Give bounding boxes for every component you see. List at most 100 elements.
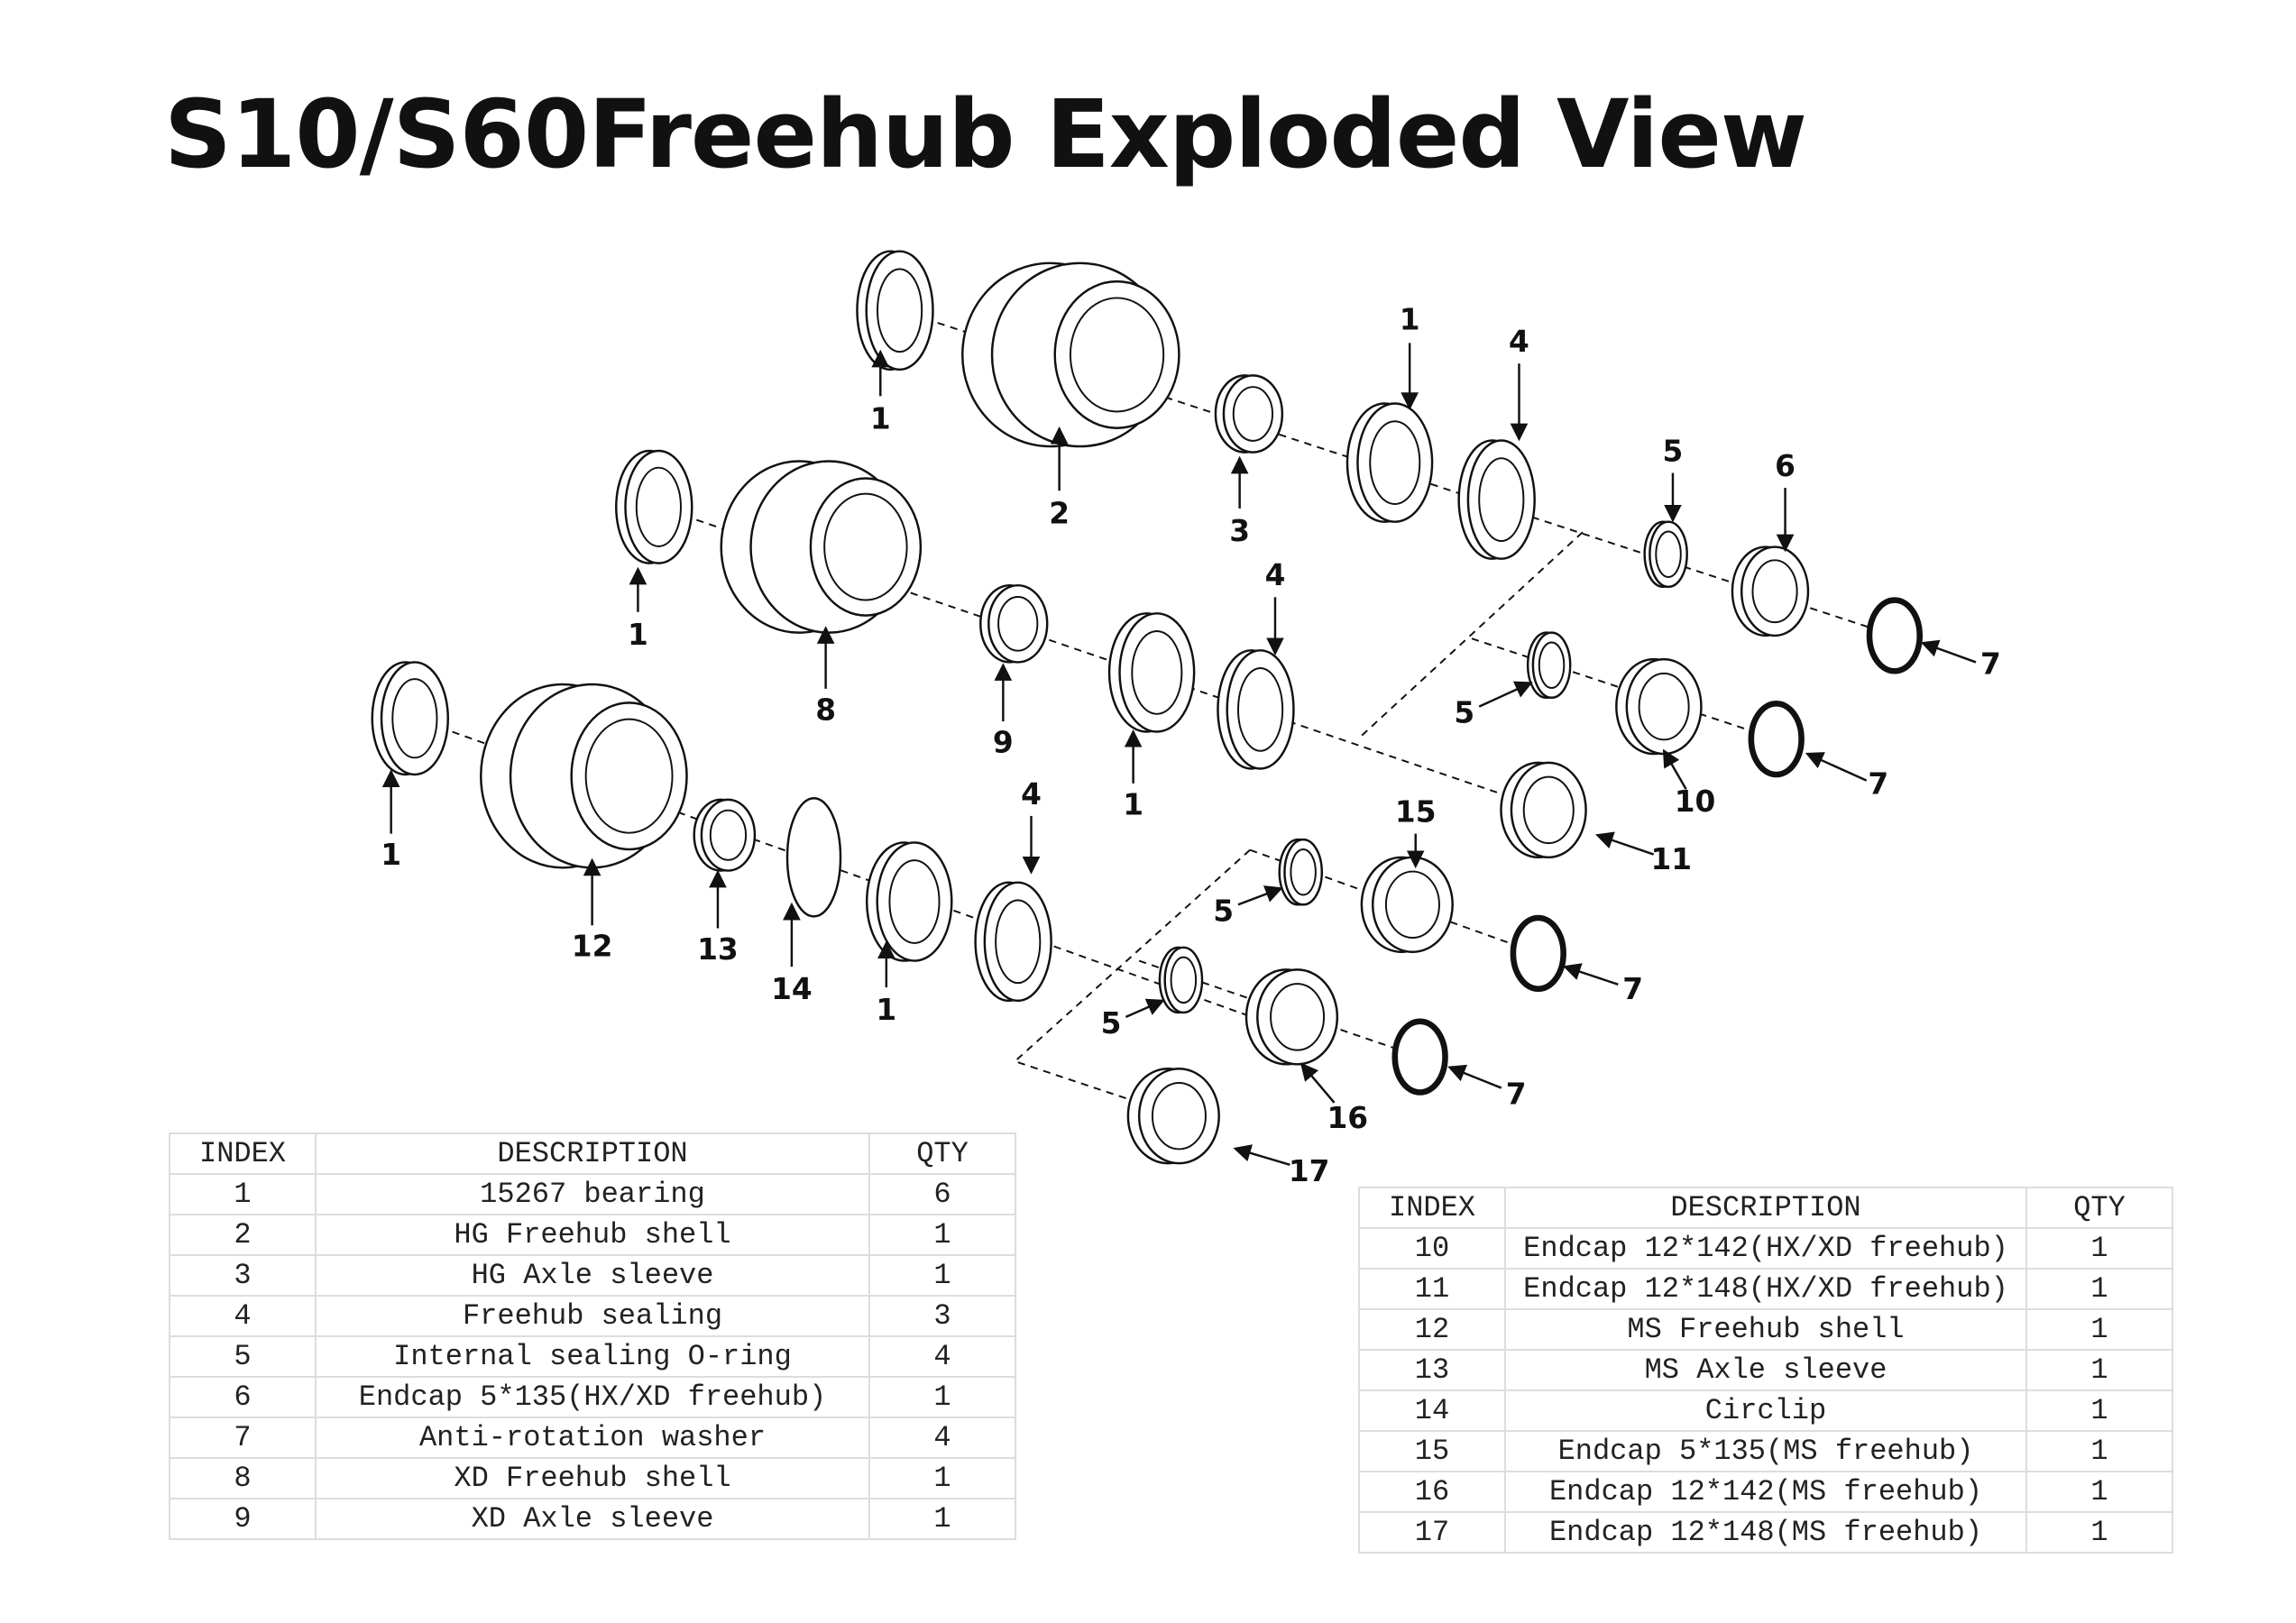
callout-label: 1: [870, 401, 891, 436]
qty-cell: 1: [868, 1457, 1016, 1499]
qty-cell: 1: [868, 1498, 1016, 1540]
callout-label: 7: [1868, 766, 1888, 801]
bearing-part: [1345, 402, 1434, 523]
description-cell: Freehub sealing: [315, 1295, 870, 1337]
callout-label: 1: [381, 838, 401, 872]
header-description: DESCRIPTION: [315, 1132, 870, 1175]
qty-cell: 3: [868, 1295, 1016, 1337]
qty-cell: 1: [2025, 1471, 2173, 1513]
callout-label: 7: [1506, 1077, 1527, 1112]
callout-label: 17: [1289, 1154, 1330, 1188]
callout-arrow: [1920, 639, 1977, 664]
index-cell: 12: [1358, 1308, 1506, 1351]
index-cell: 14: [1358, 1389, 1506, 1432]
qty-cell: 1: [2025, 1227, 2173, 1270]
index-cell: 13: [1358, 1349, 1506, 1391]
washer-part: [1391, 1018, 1448, 1096]
callout-arrow: [1595, 831, 1655, 856]
sealing-part: [974, 881, 1052, 1003]
description-cell: MS Axle sleeve: [1504, 1349, 2027, 1391]
callout-label: 1: [1400, 303, 1420, 337]
circlip-part: [785, 797, 842, 918]
description-cell: 15267 bearing: [315, 1173, 870, 1215]
callout-label: 7: [1622, 972, 1643, 1006]
description-cell: XD Axle sleeve: [315, 1498, 870, 1540]
callout-label: 1: [628, 618, 648, 652]
sealing-part: [1457, 439, 1536, 560]
description-cell: XD Freehub shell: [315, 1457, 870, 1499]
index-cell: 9: [169, 1498, 317, 1540]
index-cell: 17: [1358, 1511, 1506, 1554]
index-cell: 16: [1358, 1471, 1506, 1513]
callout-label: 4: [1265, 558, 1286, 592]
endcap-part: [1360, 856, 1454, 953]
description-cell: Endcap 12*142(MS freehub): [1504, 1471, 2027, 1513]
description-cell: Endcap 12*148(MS freehub): [1504, 1511, 2027, 1554]
page-title: S10/S60Freehub Exploded View: [164, 79, 1807, 189]
callout-label: 2: [1049, 496, 1070, 530]
endcap-part: [1731, 546, 1810, 637]
endcap-part: [1244, 968, 1339, 1066]
callout-label: 5: [1454, 696, 1474, 730]
description-cell: HG Axle sleeve: [315, 1254, 870, 1297]
callout-label: 5: [1101, 1006, 1122, 1041]
callout-label: 13: [697, 932, 739, 967]
description-cell: Anti-rotation washer: [315, 1417, 870, 1459]
endcap-part: [1615, 657, 1703, 756]
callout-arrow: [1233, 1144, 1290, 1166]
description-cell: Endcap 5*135(MS freehub): [1504, 1430, 2027, 1472]
index-cell: 2: [169, 1214, 317, 1256]
callout-label: 1: [876, 993, 896, 1027]
endcap-part: [1500, 761, 1587, 859]
bearing-part: [865, 841, 953, 962]
callout-label: 3: [1229, 514, 1250, 548]
qty-cell: 1: [2025, 1511, 2173, 1554]
parts-group: [371, 250, 1924, 1165]
index-cell: 4: [169, 1295, 317, 1337]
axle-sleeve-part: [979, 583, 1049, 664]
washer-part: [1866, 597, 1924, 674]
callout-label: 7: [1980, 647, 2001, 682]
callout-arrow: [1447, 1064, 1502, 1089]
index-cell: 3: [169, 1254, 317, 1297]
callout-arrow: [1125, 998, 1165, 1018]
index-cell: 1: [169, 1173, 317, 1215]
qty-cell: 1: [2025, 1389, 2173, 1432]
qty-cell: 1: [868, 1254, 1016, 1297]
header-description: DESCRIPTION: [1504, 1187, 2027, 1229]
axle-sleeve-part: [693, 798, 757, 872]
table-header-row: INDEX DESCRIPTION QTY: [169, 1132, 1016, 1175]
endcap-part: [1126, 1068, 1220, 1165]
axle-sleeve-part: [1214, 374, 1284, 454]
ms-freehub-shell-part: [480, 683, 688, 869]
header-index: INDEX: [169, 1132, 317, 1175]
qty-cell: 1: [2025, 1268, 2173, 1310]
header-qty: QTY: [2025, 1187, 2173, 1229]
callout-arrow: [1300, 1062, 1336, 1104]
qty-cell: 1: [2025, 1349, 2173, 1391]
qty-cell: 1: [868, 1214, 1016, 1256]
index-cell: 11: [1358, 1268, 1506, 1310]
description-cell: Circlip: [1504, 1389, 2027, 1432]
callout-label: 6: [1775, 449, 1795, 483]
qty-cell: 4: [868, 1417, 1016, 1459]
callout-label: 10: [1675, 784, 1716, 819]
callout-arrow: [1237, 885, 1283, 906]
index-cell: 5: [169, 1335, 317, 1378]
sealing-part: [1217, 649, 1295, 770]
o-ring-part: [1278, 838, 1324, 906]
qty-cell: 1: [2025, 1308, 2173, 1351]
